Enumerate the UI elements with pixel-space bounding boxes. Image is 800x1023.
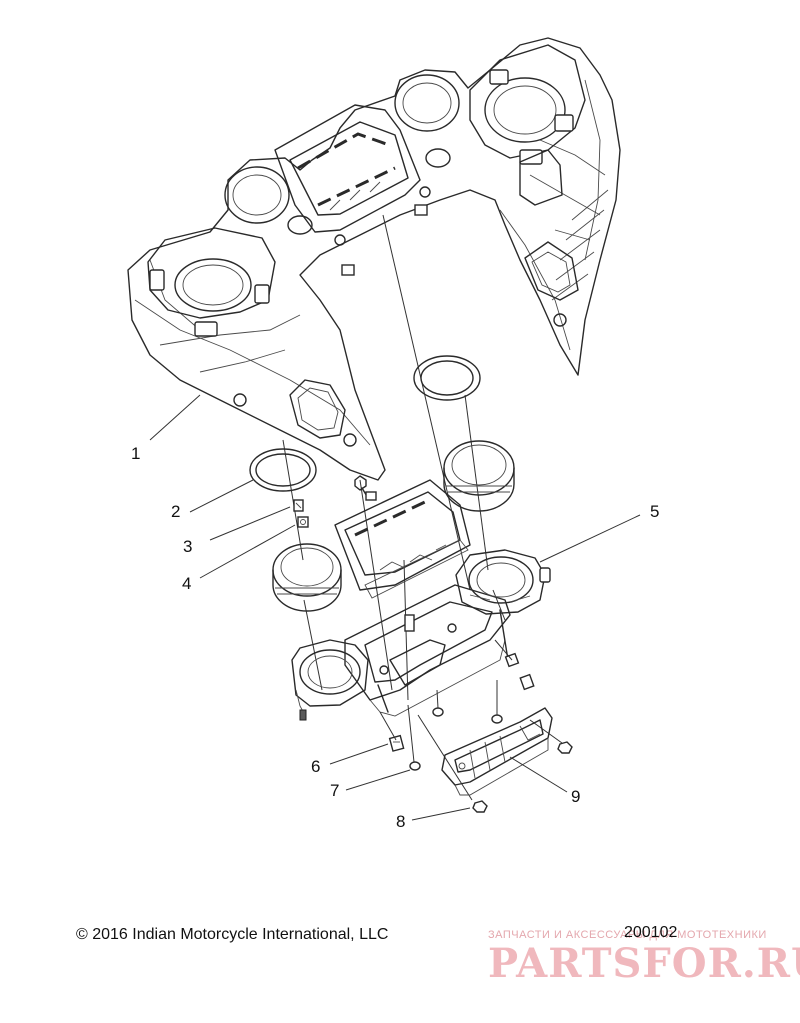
callout-3: 3 [183, 537, 192, 556]
callout-6: 6 [311, 757, 320, 776]
callout-leaders [149, 394, 641, 821]
callout-labels: 1 2 3 4 5 6 7 8 9 [131, 444, 659, 831]
nut-part-6 [388, 734, 405, 752]
callout-1: 1 [131, 444, 140, 463]
screw-display [354, 475, 377, 501]
watermark-tagline: ЗАПЧАСТИ И АКСЕССУАРЫ ДЛЯ МОТОТЕХНИКИ [488, 929, 767, 941]
copyright-notice: © 2016 Indian Motorcycle International, … [76, 926, 389, 943]
clip-right-pair [494, 639, 535, 691]
watermark-logo: PARTSFOR.RU [488, 940, 800, 987]
clip-part-3 [293, 499, 304, 512]
figure-number: 200102 [624, 924, 678, 941]
display-bracket-part-5 [291, 479, 551, 721]
screw-part-8 [472, 741, 573, 813]
inner-fairing-part-1 [127, 37, 621, 481]
cover-plate-part-9 [441, 707, 553, 796]
seal-ring-right [413, 355, 481, 401]
callout-2: 2 [171, 502, 180, 521]
callout-7: 7 [330, 781, 339, 800]
explode-lines [282, 214, 506, 701]
callout-8: 8 [396, 812, 405, 831]
callout-4: 4 [182, 574, 191, 593]
callout-9: 9 [571, 787, 580, 806]
callout-5: 5 [650, 502, 659, 521]
seal-ring-part-2 [249, 448, 317, 492]
gauge-left-loose [272, 543, 342, 612]
nut-part-4 [297, 516, 309, 528]
